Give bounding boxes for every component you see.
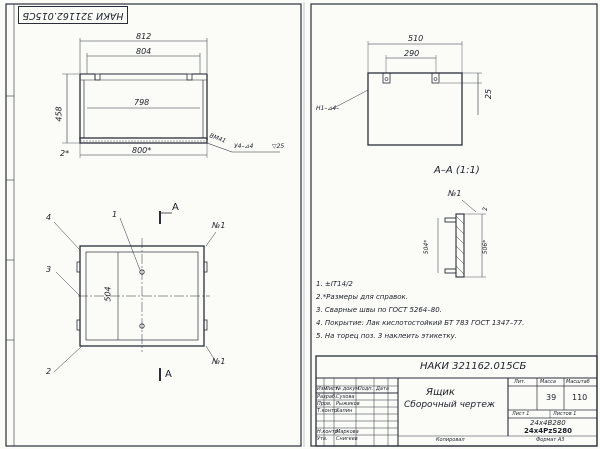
weld-front-label: У4–⊿4 <box>234 143 254 150</box>
tb-sheet: Лист 1 <box>512 411 530 417</box>
tb-col-list: Лист <box>325 386 338 392</box>
dim-side-height: 25 <box>484 88 494 100</box>
dim-side-overall: 510 <box>408 34 424 43</box>
dim-front-inside: 798 <box>134 98 150 107</box>
tb-col-date: Дата <box>376 386 389 392</box>
tb-org: 24x4B280 <box>530 419 566 427</box>
note-1: 1. ±IT14/2 <box>316 280 353 288</box>
side-view <box>329 41 482 146</box>
note-ref-section: №1 <box>448 189 462 198</box>
note-3: 3. Сварные швы по ГОСТ 5264–80. <box>316 306 442 314</box>
title-block-name: Ящик <box>426 387 455 398</box>
tb-name-razrab: Сухова <box>336 394 355 400</box>
dim-front-overall: 812 <box>136 32 152 41</box>
tb-mass-header: Масса <box>540 379 556 385</box>
dim-front-height: 458 <box>54 106 64 122</box>
tb-org-bold: 24x4PzS280 <box>524 427 572 435</box>
weld-side-label: Н1–⊿4– <box>316 105 340 112</box>
tb-name-tkontr: Хапин <box>336 408 353 414</box>
tb-sheets: Листов 1 <box>553 411 577 417</box>
tb-col-doc: № докум. <box>336 386 361 392</box>
front-view <box>62 38 280 158</box>
tb-row-utv: Утв. <box>317 436 328 442</box>
dim-plan-depth: 504 <box>103 286 113 302</box>
tb-row-tkontr: Т.контр. <box>317 408 339 414</box>
section-a-a <box>437 199 486 278</box>
section-marker-bottom: А <box>165 369 172 380</box>
drawing-code-rotated: НАКИ 321162.015СБ <box>18 6 128 24</box>
note-ref-top: №1 <box>212 221 226 230</box>
tb-format: Формат А3 <box>536 437 565 443</box>
position-4: 4 <box>46 213 52 222</box>
dim-side-inner: 290 <box>404 49 420 58</box>
roughness-symbol: ▽25 <box>272 143 285 150</box>
tb-col-sign: Подп. <box>358 386 374 392</box>
section-marker-top: А <box>172 202 179 213</box>
tb-copied: Копировал <box>436 437 465 443</box>
tb-mass-value: 39 <box>546 393 557 402</box>
dim-front-bottom: 800* <box>132 146 152 155</box>
title-block-subtitle: Сборочный чертеж <box>404 400 496 410</box>
tb-name-prov: Рыжиков <box>336 401 360 407</box>
tb-col-izm: Изм <box>317 386 328 392</box>
tb-scale-value: 110 <box>572 393 588 402</box>
dim-front-inner: 804 <box>136 47 152 56</box>
note-5: 5. На торец поз. 3 наклеить этикетку. <box>316 332 458 340</box>
tb-name-nkontr: Маркова <box>336 429 359 435</box>
section-title: А–А (1:1) <box>434 165 480 176</box>
dim-section-2: 504* <box>423 239 431 255</box>
left-frame <box>5 3 302 447</box>
position-2: 2 <box>46 367 52 376</box>
position-3: 3 <box>46 265 52 274</box>
title-block-code: НАКИ 321162.015СБ <box>420 361 527 372</box>
tb-name-utv: Снигеев <box>336 436 358 442</box>
dim-front-side: 2* <box>60 149 70 158</box>
position-1: 1 <box>112 210 118 219</box>
note-4: 4. Покрытие: Лак кислотостойкий БТ 783 Г… <box>316 319 525 327</box>
title-block-lines <box>315 355 598 447</box>
tb-row-razrab: Разраб. <box>317 394 337 400</box>
dim-section-1: 2 <box>481 207 489 211</box>
tb-lit-header: Лит. <box>514 379 526 385</box>
tb-row-nkontr: Н.контр. <box>317 429 340 435</box>
tb-scale-header: Масштаб <box>566 379 590 385</box>
note-ref-bottom: №1 <box>212 357 226 366</box>
tb-row-prov: Пров. <box>317 401 332 407</box>
note-2: 2.*Размеры для справок. <box>316 293 408 301</box>
dim-section-3: 506* <box>482 239 490 255</box>
plan-view <box>53 211 217 381</box>
